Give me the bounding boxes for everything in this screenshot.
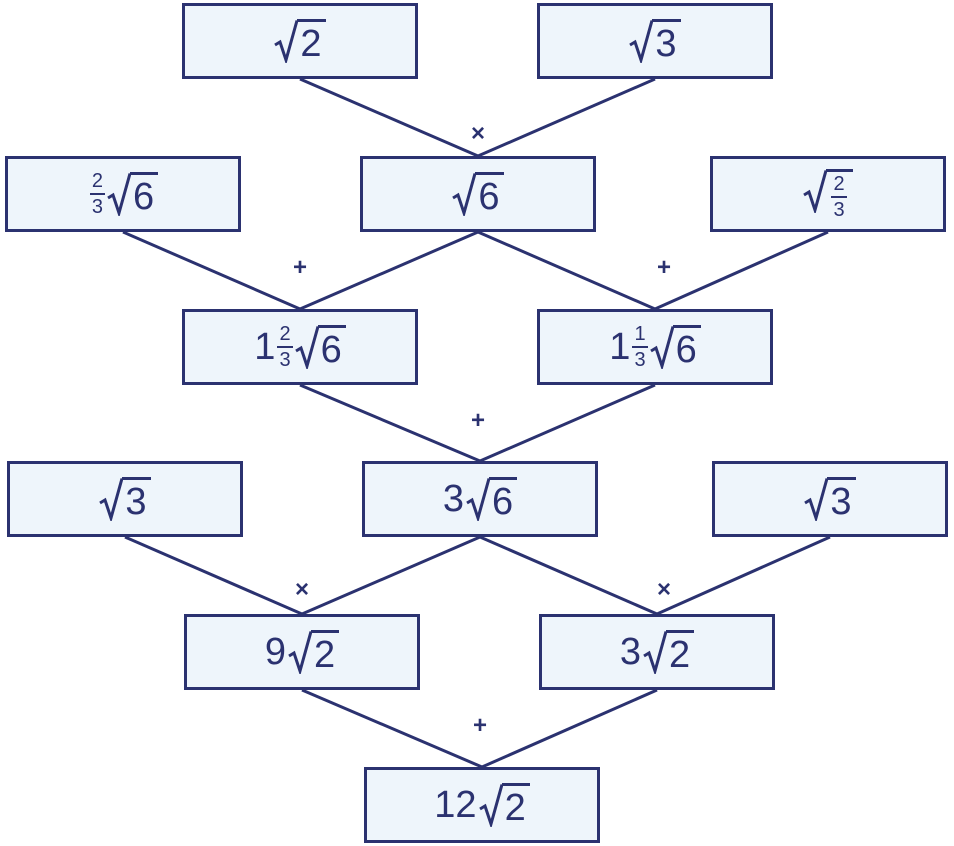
radicand: 6 — [672, 325, 701, 369]
fraction: 1 3 — [632, 323, 648, 370]
expression: 3 — [629, 19, 681, 63]
fraction-numerator: 2 — [91, 170, 103, 192]
operator-plus: + — [292, 254, 308, 281]
connector-line — [122, 230, 301, 311]
radicand: 3 — [122, 477, 151, 521]
sqrt-symbol: 2 — [643, 630, 695, 674]
fraction-denominator: 3 — [831, 195, 847, 220]
box-one-and-one-third-sqrt-6: 1 1 3 6 — [537, 309, 773, 385]
connector-line — [477, 230, 656, 311]
box-sqrt-6: 6 — [360, 156, 596, 232]
connector-line — [654, 230, 829, 311]
radicand: 2 — [297, 19, 326, 63]
operator-multiply: × — [294, 576, 310, 603]
radicand: 6 — [317, 325, 346, 369]
radicand: 2 3 — [826, 168, 853, 220]
radicand: 2 — [311, 630, 340, 674]
radicand: 2 — [666, 630, 695, 674]
expression: 3 2 — [619, 630, 695, 674]
connector-line — [301, 688, 483, 769]
box-sqrt-3-right: 3 — [712, 461, 948, 537]
box-one-and-two-thirds-sqrt-6: 1 2 3 6 — [182, 309, 418, 385]
connector-line — [299, 77, 479, 158]
box-3-sqrt-2: 3 2 — [539, 614, 775, 690]
fraction-numerator: 1 — [634, 323, 646, 345]
expression: 2 3 6 — [88, 170, 159, 217]
box-sqrt-3-top: 3 — [537, 3, 773, 79]
operator-plus: + — [656, 254, 672, 281]
box-sqrt-two-thirds: 2 3 — [710, 156, 946, 232]
box-sqrt-3-left: 3 — [7, 461, 243, 537]
radicand: 6 — [475, 172, 504, 216]
expression: 2 3 — [803, 168, 853, 220]
connector-line — [477, 77, 656, 158]
connector-line — [479, 535, 658, 616]
connector-line — [299, 383, 481, 463]
box-two-thirds-sqrt-6: 2 3 6 — [5, 156, 241, 232]
expression: 3 — [804, 477, 856, 521]
sqrt-symbol: 3 — [804, 477, 856, 521]
expression: 6 — [452, 172, 504, 216]
sqrt-symbol: 6 — [649, 325, 701, 369]
sqrt-symbol: 6 — [107, 172, 159, 216]
whole-number: 1 — [254, 326, 276, 368]
connector-line — [301, 535, 481, 616]
expression: 2 — [274, 19, 326, 63]
sqrt-symbol: 6 — [466, 477, 518, 521]
sqrt-symbol: 6 — [294, 325, 346, 369]
radicand: 3 — [652, 19, 681, 63]
sqrt-symbol: 2 3 — [803, 168, 853, 220]
connector-line — [124, 535, 303, 616]
expression: 3 6 — [442, 477, 518, 521]
fraction: 2 3 — [277, 323, 293, 370]
operator-plus: + — [472, 712, 488, 739]
box-sqrt-2-top: 2 — [182, 3, 418, 79]
sqrt-symbol: 2 — [478, 783, 530, 827]
expression: 1 2 3 6 — [254, 323, 346, 370]
expression: 12 2 — [434, 783, 530, 827]
connector-line — [481, 688, 658, 769]
connector-line — [656, 535, 831, 616]
sqrt-symbol: 3 — [99, 477, 151, 521]
connector-line — [299, 230, 479, 311]
radicand: 3 — [827, 477, 856, 521]
coefficient: 12 — [434, 784, 477, 826]
coefficient: 9 — [264, 631, 286, 673]
coefficient: 3 — [442, 478, 464, 520]
fraction-denominator: 3 — [632, 346, 648, 370]
fraction: 2 3 — [89, 170, 105, 217]
expression: 3 — [99, 477, 151, 521]
operator-multiply: × — [656, 576, 672, 603]
box-result-12-sqrt-2: 12 2 — [364, 767, 600, 843]
expression: 1 1 3 6 — [609, 323, 701, 370]
sqrt-symbol: 3 — [629, 19, 681, 63]
sqrt-symbol: 2 — [274, 19, 326, 63]
fraction-numerator: 2 — [833, 172, 845, 195]
fraction-denominator: 3 — [89, 193, 105, 217]
operator-plus: + — [470, 407, 486, 434]
expression: 9 2 — [264, 630, 340, 674]
operator-multiply: × — [470, 120, 486, 147]
sqrt-symbol: 6 — [452, 172, 504, 216]
fraction-numerator: 2 — [279, 323, 291, 345]
box-9-sqrt-2: 9 2 — [184, 614, 420, 690]
connector-line — [479, 383, 656, 463]
fraction-denominator: 3 — [277, 346, 293, 370]
box-3-sqrt-6: 3 6 — [362, 461, 598, 537]
sqrt-symbol: 2 — [288, 630, 340, 674]
coefficient: 3 — [619, 631, 641, 673]
radicand: 6 — [129, 172, 159, 216]
radicand: 6 — [489, 477, 518, 521]
radicand: 2 — [501, 783, 530, 827]
fraction: 2 3 — [831, 172, 847, 220]
whole-number: 1 — [609, 326, 631, 368]
